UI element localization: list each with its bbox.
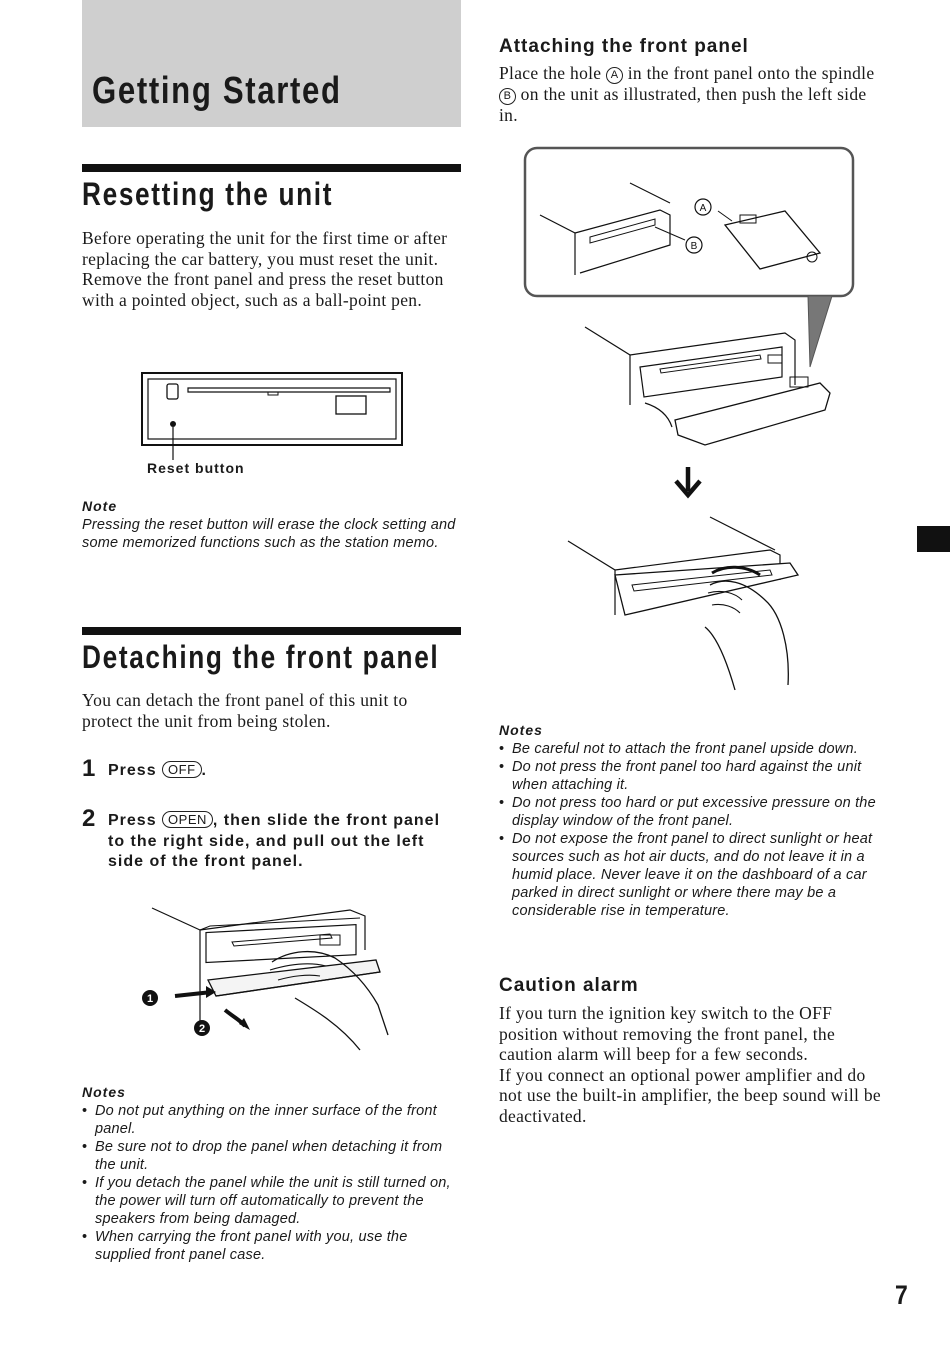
resetting-note-label: Note [82, 498, 118, 514]
list-item: Do not press too hard or put excessive p… [499, 794, 881, 830]
detaching-rule [82, 627, 461, 635]
attaching-body: Place the hole A in the front panel onto… [499, 63, 875, 125]
detaching-intro: You can detach the front panel of this u… [82, 690, 408, 731]
callout-2: 2 [199, 1023, 205, 1035]
section-title: Getting Started [92, 70, 342, 112]
attaching-heading: Attaching the front panel [499, 36, 749, 57]
mark-b: B [499, 88, 516, 105]
list-item: Do not expose the front panel to direct … [499, 830, 881, 920]
caution-para-1: If you turn the ignition key switch to t… [499, 1003, 836, 1064]
figure-label-b: B [691, 241, 698, 252]
list-item: When carrying the front panel with you, … [82, 1228, 462, 1264]
section-rule [82, 164, 461, 172]
resetting-body: Before operating the unit for the first … [82, 228, 462, 310]
resetting-note-text: Pressing the reset button will erase the… [82, 517, 456, 551]
step-2-number: 2 [82, 805, 96, 832]
off-key: OFF [162, 761, 202, 778]
reset-unit-figure [141, 372, 403, 460]
page-number: 7 [895, 1280, 908, 1310]
section-tab-marker [917, 526, 950, 552]
list-item: Do not put anything on the inner surface… [82, 1102, 462, 1138]
step-2-text: Press OPEN, then slide the front panel t… [108, 811, 441, 870]
attaching-notes-label: Notes [499, 722, 543, 738]
step-1-number: 1 [82, 755, 96, 782]
list-item: Be sure not to drop the panel when detac… [82, 1138, 462, 1174]
reset-button-label: Reset button [147, 460, 245, 476]
list-item: If you detach the panel while the unit i… [82, 1174, 462, 1228]
open-key: OPEN [162, 811, 213, 828]
detaching-notes-list: Do not put anything on the inner surface… [82, 1102, 462, 1264]
step-1-text: Press OFF. [108, 761, 207, 779]
list-item: Be careful not to attach the front panel… [499, 740, 881, 758]
mark-a: A [606, 67, 624, 84]
resetting-heading: Resetting the unit [82, 176, 334, 212]
list-item: Do not press the front panel too hard ag… [499, 758, 881, 794]
detaching-notes-label: Notes [82, 1084, 126, 1100]
caution-body: If you turn the ignition key switch to t… [499, 1003, 884, 1126]
resetting-para-2: Remove the front panel and press the res… [82, 269, 444, 310]
resetting-para-1: Before operating the unit for the first … [82, 228, 448, 269]
detaching-heading: Detaching the front panel [82, 639, 440, 675]
attaching-figure: A B [523, 146, 855, 691]
caution-heading: Caution alarm [499, 975, 639, 996]
callout-1: 1 [147, 993, 153, 1005]
section-band [82, 0, 461, 127]
detaching-figure: 1 2 [142, 907, 389, 1051]
figure-label-a: A [700, 203, 707, 214]
attaching-notes-list: Be careful not to attach the front panel… [499, 740, 881, 920]
caution-para-2: If you connect an optional power amplifi… [499, 1064, 881, 1126]
